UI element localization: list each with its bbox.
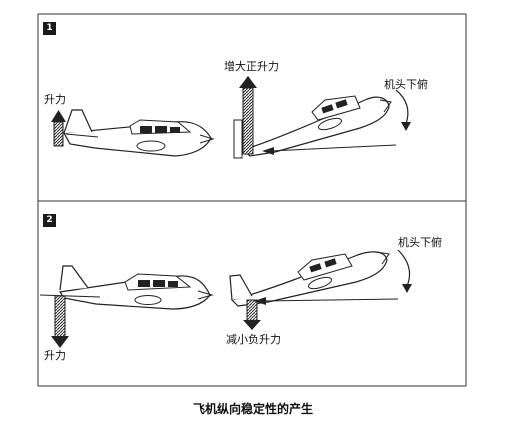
- panel1-tail-force-arrow: [233, 76, 257, 159]
- panel1-lift-arrow: [51, 110, 66, 147]
- panel2-tail-force-label: 减小负升力: [226, 333, 281, 346]
- figure-frame: [37, 13, 467, 387]
- panel1-nose-down-label: 机头下俯: [384, 78, 428, 91]
- panel1-airflow-arrow: [262, 144, 397, 155]
- panel1-tail-force-label: 增大正升力: [224, 60, 279, 73]
- panel2-nose-down-arrow: [397, 249, 412, 293]
- panel2-tail-force-arrow: [243, 299, 261, 330]
- panel1-badge: 1: [43, 22, 56, 35]
- panel2-level-airplane: [39, 265, 214, 310]
- panel2-pitched-airplane: [229, 251, 390, 307]
- panel2-airflow-arrow: [254, 297, 399, 305]
- panel1-lift-label: 升力: [44, 93, 66, 106]
- panel1-level-airplane: [63, 109, 215, 157]
- panel1-pitched-airplane: [241, 95, 392, 157]
- panel2-lift-label: 升力: [44, 349, 66, 362]
- panel2-badge: 2: [43, 214, 56, 227]
- panel2-lift-arrow: [51, 295, 69, 348]
- panel1-nose-down-arrow: [395, 89, 411, 131]
- panel2-nose-down-label: 机头下俯: [398, 236, 442, 249]
- figure-caption: 飞机纵向稳定性的产生: [192, 402, 313, 416]
